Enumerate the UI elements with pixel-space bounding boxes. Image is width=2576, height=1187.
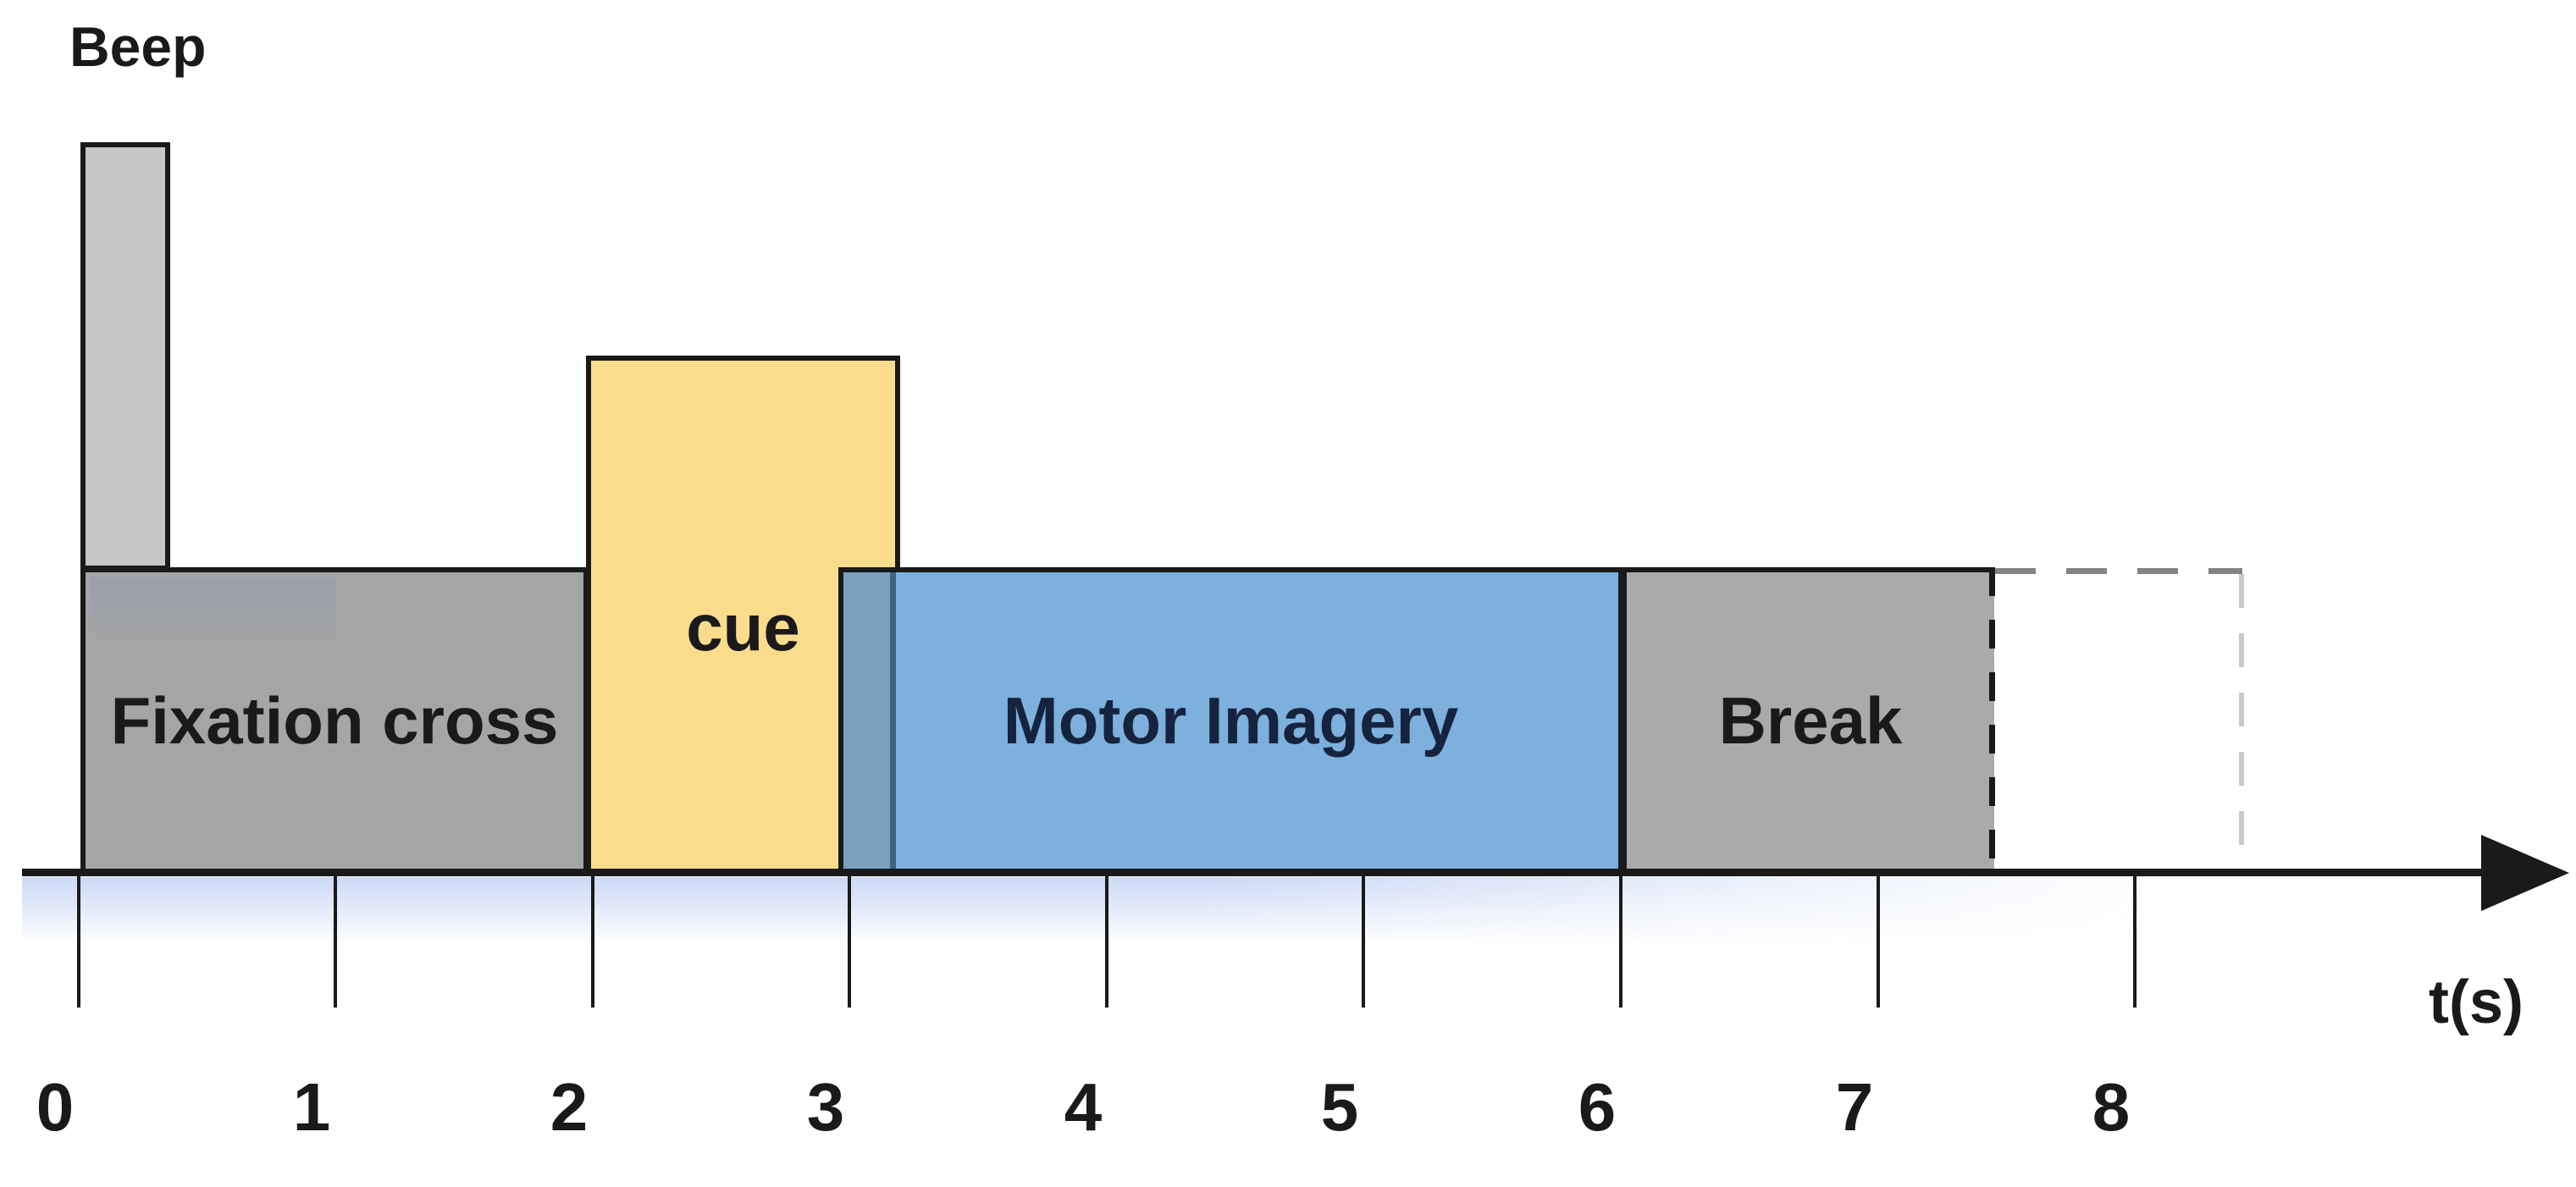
- tick-mark: [1877, 874, 1880, 1008]
- tick-label: 6: [1578, 1069, 1617, 1145]
- segment-break: Break: [1622, 567, 1994, 874]
- axis-shadow-glow: [22, 877, 2177, 945]
- cue-label: cue: [686, 590, 800, 665]
- break-dashed-right-edge: [1989, 567, 1995, 874]
- beep-label: Beep: [69, 15, 207, 78]
- tick-mark: [334, 874, 337, 1008]
- tick-label: 1: [292, 1069, 331, 1145]
- fixation-shadow-tint: [91, 577, 336, 649]
- next-trial-dashed-top-edge: [1995, 568, 2242, 574]
- tick-label: 7: [1835, 1069, 1874, 1145]
- tick-mark: [591, 874, 594, 1008]
- tick-mark: [1362, 874, 1365, 1008]
- time-axis-line: [22, 869, 2485, 876]
- segment-motor-imagery: Motor Imagery: [838, 567, 1623, 874]
- cue-motor-imagery-overlap: [843, 572, 896, 869]
- tick-label: 4: [1064, 1069, 1103, 1145]
- break-label: Break: [1718, 683, 1903, 758]
- tick-mark: [1105, 874, 1108, 1008]
- segment-fixation-cross: Fixation cross: [80, 567, 589, 874]
- tick-mark: [77, 874, 80, 1008]
- tick-label: 3: [806, 1069, 845, 1145]
- time-axis-arrowhead-icon: [2481, 835, 2569, 911]
- next-trial-dashed-right-edge: [2239, 574, 2244, 869]
- tick-label: 0: [36, 1069, 75, 1145]
- fixation-cross-label: Fixation cross: [110, 683, 559, 758]
- tick-label: 8: [2092, 1069, 2131, 1145]
- tick-mark: [848, 874, 851, 1008]
- time-axis-unit-label: t(s): [2429, 969, 2523, 1036]
- tick-mark: [1619, 874, 1622, 1008]
- tick-label: 5: [1320, 1069, 1359, 1145]
- beep-bar: [80, 142, 170, 571]
- tick-mark: [2133, 874, 2137, 1008]
- motor-imagery-label: Motor Imagery: [1003, 683, 1459, 758]
- tick-label: 2: [550, 1069, 589, 1145]
